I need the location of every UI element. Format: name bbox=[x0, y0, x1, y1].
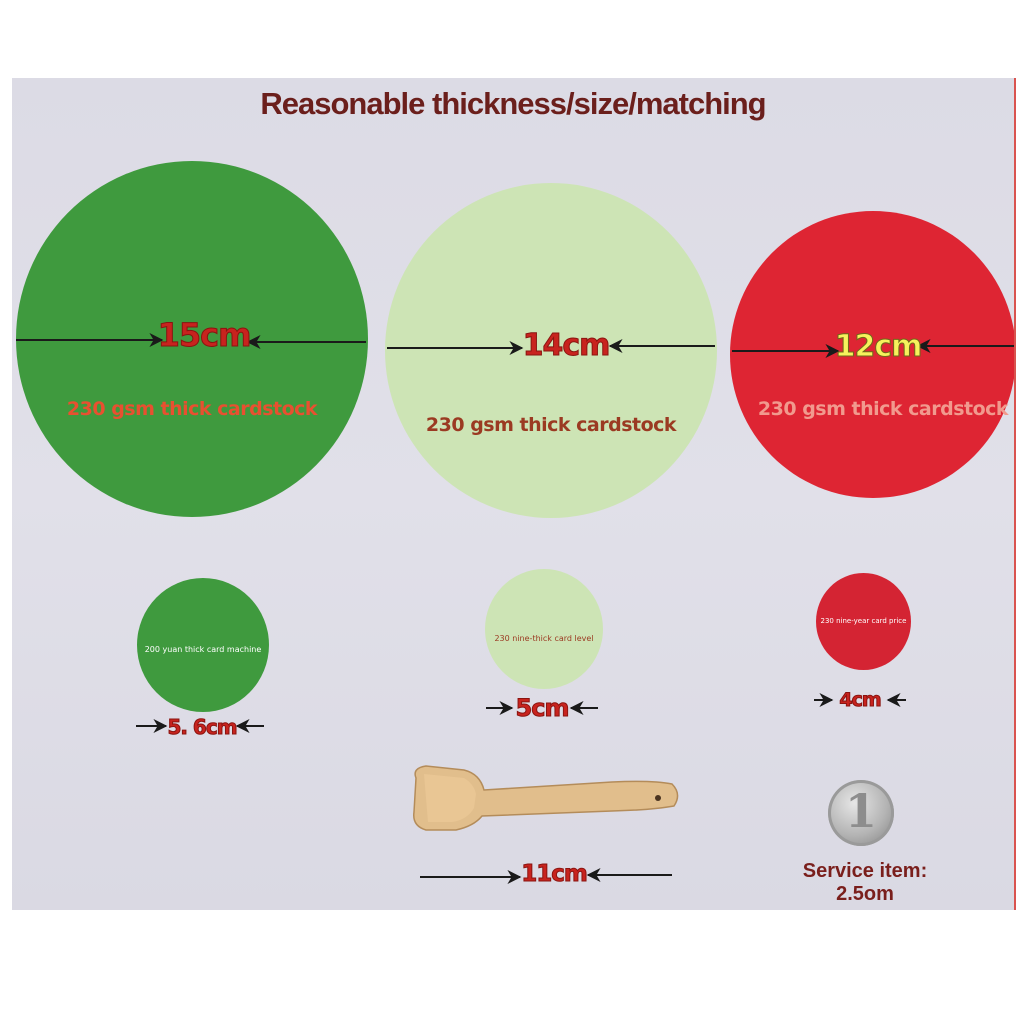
material-label-green: 230 gsm thick cardstock bbox=[66, 398, 318, 420]
circle-4cm-red bbox=[816, 573, 911, 670]
label-5-6cm: 5. 6cm bbox=[167, 715, 238, 740]
label-5cm: 5cm bbox=[515, 694, 570, 723]
circle-5-6cm-green bbox=[137, 578, 269, 712]
small-label-green: 200 yuan thick card machine bbox=[144, 645, 262, 654]
photo-right-edge-line bbox=[1014, 78, 1016, 910]
wooden-spatula-image bbox=[413, 765, 679, 831]
label-11cm: 11cm bbox=[521, 861, 589, 888]
material-label-red: 230 gsm thick cardstock bbox=[757, 398, 1009, 420]
coin-image bbox=[828, 780, 894, 846]
label-14cm: 14cm bbox=[522, 328, 611, 364]
circle-5cm-light-green bbox=[485, 569, 603, 689]
circle-14cm-light-green bbox=[385, 183, 717, 518]
photo-title: Reasonable thickness/size/matching bbox=[260, 86, 766, 121]
small-label-red: 230 nine-year card price bbox=[820, 617, 907, 625]
label-4cm: 4cm bbox=[839, 689, 882, 712]
coin-caption: Service item: 2.5om bbox=[802, 860, 928, 905]
label-15cm: 15cm bbox=[157, 316, 252, 355]
label-12cm: 12cm bbox=[834, 329, 923, 365]
product-photo: Reasonable thickness/size/matching 1 bbox=[12, 78, 1014, 910]
circle-12cm-red bbox=[730, 211, 1014, 498]
material-label-light-green: 230 gsm thick cardstock bbox=[425, 414, 677, 436]
arrows-layer bbox=[16, 333, 1014, 884]
small-label-light-green: 230 nine-thick card level bbox=[494, 634, 594, 643]
coin-face-digit: 1 bbox=[844, 784, 877, 838]
